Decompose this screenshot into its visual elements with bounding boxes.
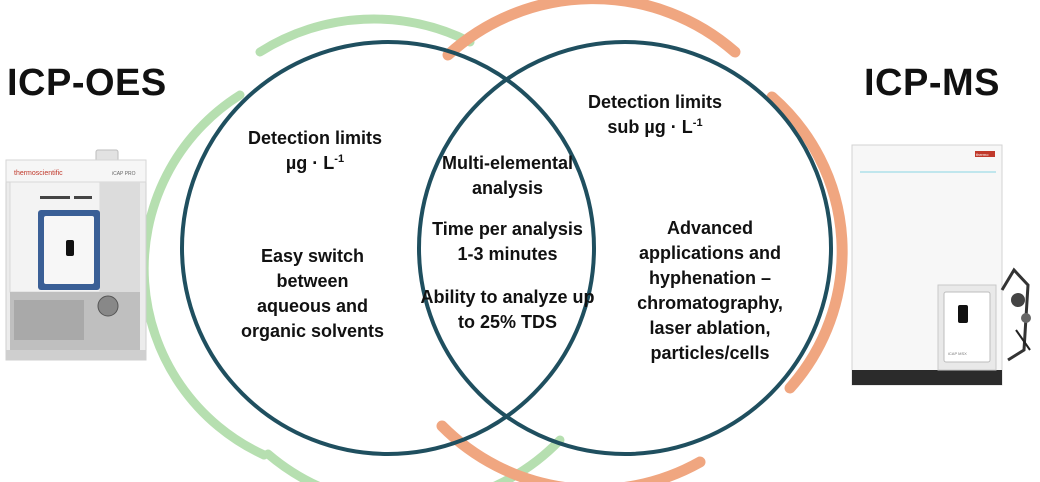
overlap-multi-elemental: Multi-elemental analysis xyxy=(400,151,615,201)
right-arc-orange xyxy=(766,91,848,394)
left-detection-unit-line: µg · L-1 xyxy=(220,151,410,176)
overlap-line: 1-3 minutes xyxy=(457,244,558,264)
left-feature-line: Easy switch xyxy=(260,246,365,266)
oes-model-text: iCAP PRO xyxy=(112,171,136,177)
right-feature-line: Advanced xyxy=(666,218,754,238)
left-detection-exp: -1 xyxy=(334,153,345,165)
left-arc-green-bottom xyxy=(263,435,565,482)
right-circle xyxy=(417,40,833,456)
right-detection-exp: -1 xyxy=(692,117,703,129)
left-detection-limits: Detection limits µg · L-1 xyxy=(220,126,410,176)
overlap-line: analysis xyxy=(471,178,544,198)
oes-brand-text: thermoscientific xyxy=(14,170,63,177)
left-feature-line: between xyxy=(276,271,349,291)
overlap-ability-tds: Ability to analyze up to 25% TDS xyxy=(400,285,615,335)
ms-brand-text: thermo xyxy=(976,152,989,157)
right-feature-line: chromatography, xyxy=(637,293,783,313)
right-arc-orange-top xyxy=(442,0,741,61)
left-feature-text: Easy switch between aqueous and organic … xyxy=(215,244,410,344)
overlap-line: Multi-elemental xyxy=(441,153,574,173)
right-feature-line: particles/cells xyxy=(650,343,770,363)
right-arc-orange-bottom xyxy=(436,420,706,482)
overlap-line: Time per analysis xyxy=(432,219,583,239)
ms-model-text: iCAP MSX xyxy=(948,351,967,356)
icp-ms-title: ICP-MS xyxy=(864,62,1000,104)
left-detection-label: Detection limits xyxy=(247,128,383,148)
right-feature-line: hyphenation – xyxy=(648,268,771,288)
left-circle xyxy=(180,40,596,456)
icp-oes-title: ICP-OES xyxy=(7,62,167,104)
overlap-line: to 25% TDS xyxy=(457,312,558,332)
icp-ms-instrument: thermo iCAP MSX xyxy=(851,144,1031,386)
right-detection-unit: sub µg · L xyxy=(607,117,693,137)
right-feature-line: laser ablation, xyxy=(649,318,771,338)
right-detection-limits: Detection limits sub µg · L-1 xyxy=(560,90,750,140)
overlap-time-per-analysis: Time per analysis 1-3 minutes xyxy=(400,217,615,267)
left-feature-line: aqueous and xyxy=(256,296,368,316)
left-feature-line: organic solvents xyxy=(240,321,385,341)
icp-oes-instrument: thermoscientific iCAP PRO xyxy=(5,149,147,361)
left-arc-green-top xyxy=(255,14,475,57)
right-feature-text: Advanced applications and hyphenation – … xyxy=(620,216,800,366)
left-detection-unit: µg · L xyxy=(285,153,335,173)
right-detection-unit-line: sub µg · L-1 xyxy=(560,115,750,140)
right-detection-label: Detection limits xyxy=(587,92,723,112)
right-feature-line: applications and xyxy=(638,243,782,263)
overlap-line: Ability to analyze up xyxy=(420,287,595,307)
